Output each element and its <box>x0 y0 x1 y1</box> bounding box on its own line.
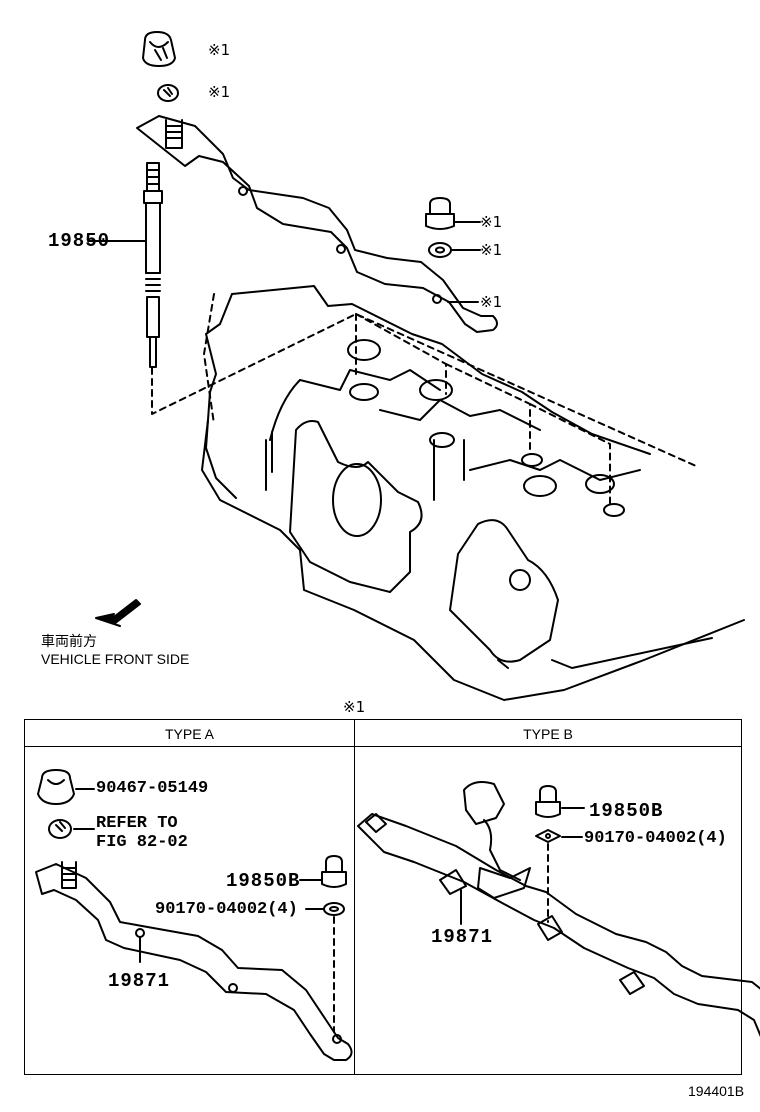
small-nut-icon <box>157 84 179 102</box>
connector-plate-icon <box>136 115 498 333</box>
type-a-header: TYPE A <box>164 726 215 742</box>
note-mark-1: ※1 <box>208 41 231 59</box>
figure-code: 194401B <box>688 1083 745 1099</box>
nut-icon <box>142 31 176 67</box>
front-label-jp: 車両前方 <box>41 633 97 649</box>
type-b-washer-part: 90170-04002(4) <box>584 829 727 848</box>
type-b-plate-part: 19871 <box>431 926 494 948</box>
table-header-row: TYPE A TYPE B <box>25 720 741 747</box>
type-a-plate-part: 19871 <box>108 970 171 992</box>
table-note-mark: ※1 <box>343 698 366 716</box>
terminal-cap-icon <box>425 197 455 230</box>
type-a-refer-line1: REFER TO <box>96 814 178 833</box>
type-a-refer-line2: FIG 82-02 <box>96 833 188 852</box>
table-divider <box>354 720 355 1074</box>
type-a-nut-part: 90467-05149 <box>96 779 209 798</box>
leader-lines <box>151 293 697 505</box>
front-arrow-icon <box>95 599 141 627</box>
type-a-plate-icon <box>35 861 353 1061</box>
type-b-header: TYPE B <box>523 726 573 742</box>
note-mark-2: ※1 <box>208 83 231 101</box>
glow-plug-part-number: 19850 <box>48 230 111 252</box>
type-b-harness-icon <box>357 781 760 1037</box>
cylinder-head-icon <box>201 285 745 701</box>
front-label-en: VEHICLE FRONT SIDE <box>41 651 190 667</box>
type-a-nut-icon <box>37 769 75 805</box>
variant-table: TYPE A TYPE B <box>24 719 742 1075</box>
type-b-cap-icon <box>535 785 561 818</box>
glow-plug-icon <box>143 162 163 368</box>
note-mark-3: ※1 <box>480 213 503 231</box>
type-b-cap-part: 19850B <box>589 800 664 822</box>
washer-icon <box>428 242 452 258</box>
type-a-cap-icon <box>321 855 347 888</box>
type-b-washer-icon <box>535 829 561 843</box>
type-a-cap-part: 19850B <box>226 870 301 892</box>
note-mark-5: ※1 <box>480 293 503 311</box>
type-a-small-nut-icon <box>48 819 72 839</box>
note-mark-4: ※1 <box>480 241 503 259</box>
type-a-washer-part: 90170-04002(4) <box>155 900 298 919</box>
